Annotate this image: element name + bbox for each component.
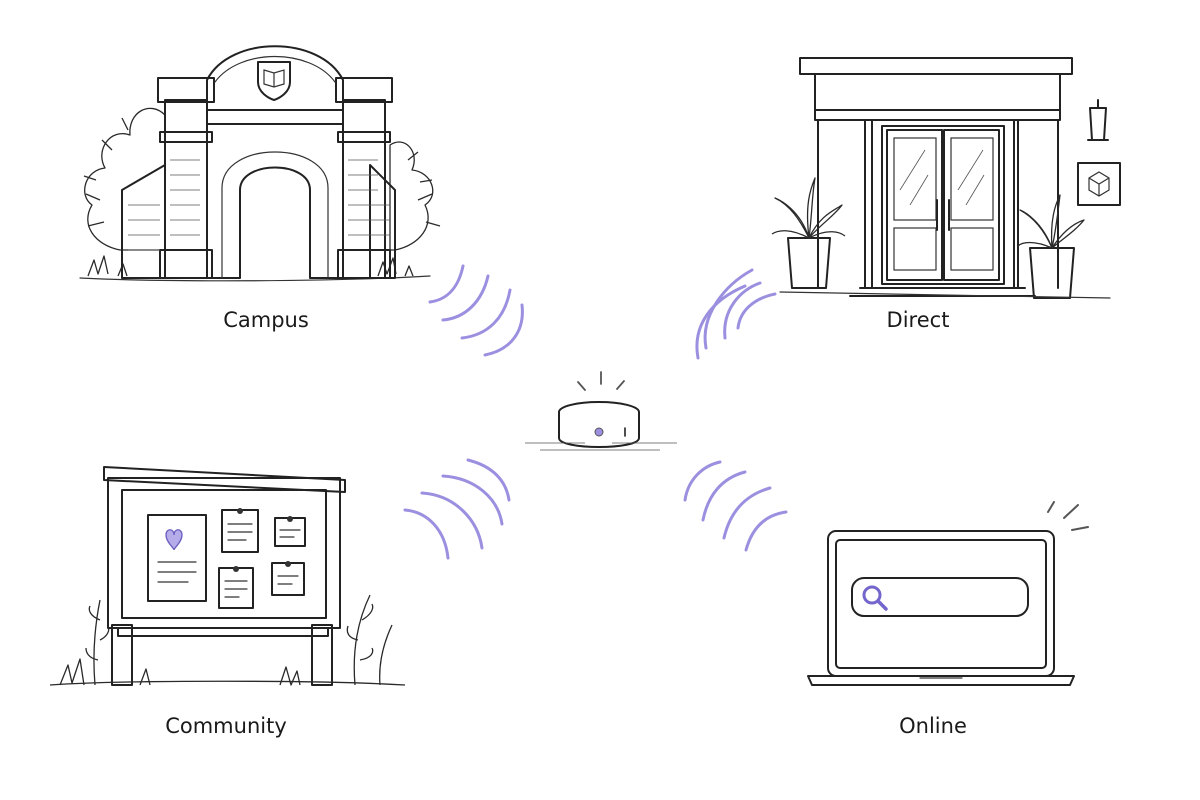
wave-to-community	[403, 458, 511, 560]
wave-to-online	[683, 460, 788, 552]
bulletin-board-icon	[49, 466, 406, 686]
storefront-door-icon	[771, 57, 1121, 299]
laptop-search-icon	[807, 501, 1089, 686]
label-campus: Campus	[223, 308, 309, 332]
label-community: Community	[165, 714, 287, 738]
wave-to-campus	[428, 264, 524, 357]
label-direct: Direct	[886, 308, 950, 332]
label-online: Online	[899, 714, 967, 738]
wave-to-direct	[695, 268, 777, 360]
smart-speaker-icon	[525, 371, 677, 451]
campus-gate-icon	[79, 45, 441, 282]
signal-waves	[403, 264, 788, 560]
